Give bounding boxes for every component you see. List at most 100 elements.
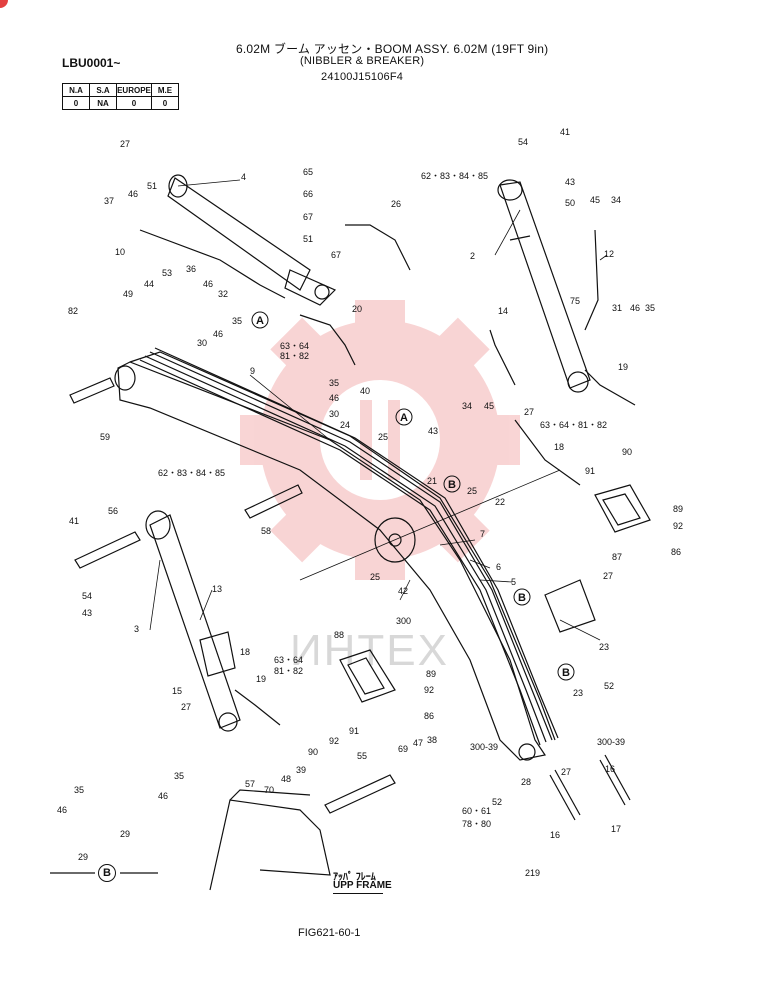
assembly-part-number: 24100J15106F4 xyxy=(321,71,404,83)
callout: 81・82 xyxy=(274,666,303,676)
callout: 81・82 xyxy=(280,351,309,361)
boom-mid-pivot xyxy=(374,517,416,563)
hose-10 xyxy=(139,229,286,299)
callout: 41 xyxy=(560,127,570,137)
callout: 66 xyxy=(303,189,313,199)
upper-frame-underline xyxy=(333,893,383,894)
pipe-26 xyxy=(345,224,411,271)
callout: 28 xyxy=(521,777,531,787)
svg-text:A: A xyxy=(256,315,264,327)
pipe-18 xyxy=(514,419,581,486)
callout: 86 xyxy=(671,547,681,557)
callout: 2 xyxy=(470,251,475,261)
callout: 12 xyxy=(604,249,614,259)
callout: 58 xyxy=(261,526,271,536)
boom-foot-pin-59 xyxy=(69,377,115,404)
leader-lines xyxy=(149,179,608,641)
callout: 13 xyxy=(212,584,222,594)
callout: 25 xyxy=(467,486,477,496)
callout: 27 xyxy=(561,767,571,777)
callout: 46 xyxy=(329,393,339,403)
callout: 51 xyxy=(303,234,313,244)
svg-text:B: B xyxy=(518,592,526,604)
callout: 22 xyxy=(495,497,505,507)
callout: 26 xyxy=(391,199,401,209)
callout: 63・64 xyxy=(280,341,309,351)
callout: 4 xyxy=(241,172,246,182)
boom-cylinder-left xyxy=(145,510,241,732)
svg-text:B: B xyxy=(562,667,570,679)
callout: 52 xyxy=(604,681,614,691)
callout: 19 xyxy=(256,674,266,684)
callout: 34 xyxy=(462,401,472,411)
callout: 21 xyxy=(427,476,437,486)
callout: 62・83・84・85 xyxy=(421,171,488,181)
title-line-1: 6.02M ブーム アッセン・BOOM ASSY. 6.02M (19FT 9i… xyxy=(236,42,549,56)
callout: 18 xyxy=(240,647,250,657)
availability-value-sa: NA xyxy=(89,96,117,110)
callout: 36 xyxy=(186,264,196,274)
callout: 56 xyxy=(108,506,118,516)
callout: 89 xyxy=(673,504,683,514)
callout: 27 xyxy=(120,139,130,149)
availability-value-me: 0 xyxy=(151,96,179,110)
callout: 47 xyxy=(413,738,423,748)
callout: 82 xyxy=(68,306,78,316)
callout: 35 xyxy=(174,771,184,781)
callout: 23 xyxy=(599,642,609,652)
callout: 39 xyxy=(296,765,306,775)
callout: 46 xyxy=(630,303,640,313)
callout: 38 xyxy=(427,735,437,745)
callout: 54 xyxy=(82,591,92,601)
boom-foot-pivot xyxy=(114,365,136,391)
serial-code: LBU0001~ xyxy=(62,56,121,70)
upper-frame-label: UPP FRAME xyxy=(333,880,392,891)
callout: 31 xyxy=(612,303,622,313)
callout-labels: 41 54 43 62・83・84・85 50 45 34 2 12 27 4 … xyxy=(57,127,683,878)
callout: 5 xyxy=(511,577,516,587)
callout: 18 xyxy=(554,442,564,452)
callout: 48 xyxy=(281,774,291,784)
ref-circle-b-1: B xyxy=(443,475,461,493)
callout: 43 xyxy=(82,608,92,618)
callout: 29 xyxy=(120,829,130,839)
junction-block-88 xyxy=(339,649,396,703)
callout: 32 xyxy=(218,289,228,299)
callout: 40 xyxy=(360,386,370,396)
callout: 27 xyxy=(181,702,191,712)
callout: 30 xyxy=(329,409,339,419)
hose-16 xyxy=(549,774,576,821)
boom-body xyxy=(117,361,546,761)
svg-text:B: B xyxy=(448,479,456,491)
callout: 9 xyxy=(250,366,255,376)
svg-text:A: A xyxy=(400,412,408,424)
callout: 46 xyxy=(213,329,223,339)
callout: 27 xyxy=(524,407,534,417)
boom-mid-pin xyxy=(388,533,402,547)
callout: 17 xyxy=(611,824,621,834)
callout: 60・61 xyxy=(462,806,491,816)
pipe-12 xyxy=(584,229,599,331)
callout: 300-39 xyxy=(597,737,625,747)
arm-cylinder xyxy=(167,174,337,306)
callout: 87 xyxy=(612,552,622,562)
hose-17 xyxy=(599,759,626,806)
valve-block-23 xyxy=(544,579,596,633)
availability-table: N.A S.A EUROPE M.E 0 NA 0 0 xyxy=(62,83,179,110)
callout: 49 xyxy=(123,289,133,299)
callout: 41 xyxy=(69,516,79,526)
junction-block-87 xyxy=(594,484,651,533)
callout: 90 xyxy=(622,447,632,457)
ref-circle-b-3: B xyxy=(557,663,575,681)
callout: 27 xyxy=(603,571,613,581)
pin-55 xyxy=(324,774,396,814)
callout: 6 xyxy=(496,562,501,572)
callout: 92 xyxy=(424,685,434,695)
callout: 78・80 xyxy=(462,819,491,829)
pipe-19 xyxy=(584,369,636,406)
callout: 15 xyxy=(172,686,182,696)
callout: 35 xyxy=(329,378,339,388)
callout: 45 xyxy=(484,401,494,411)
callout: 92 xyxy=(329,736,339,746)
